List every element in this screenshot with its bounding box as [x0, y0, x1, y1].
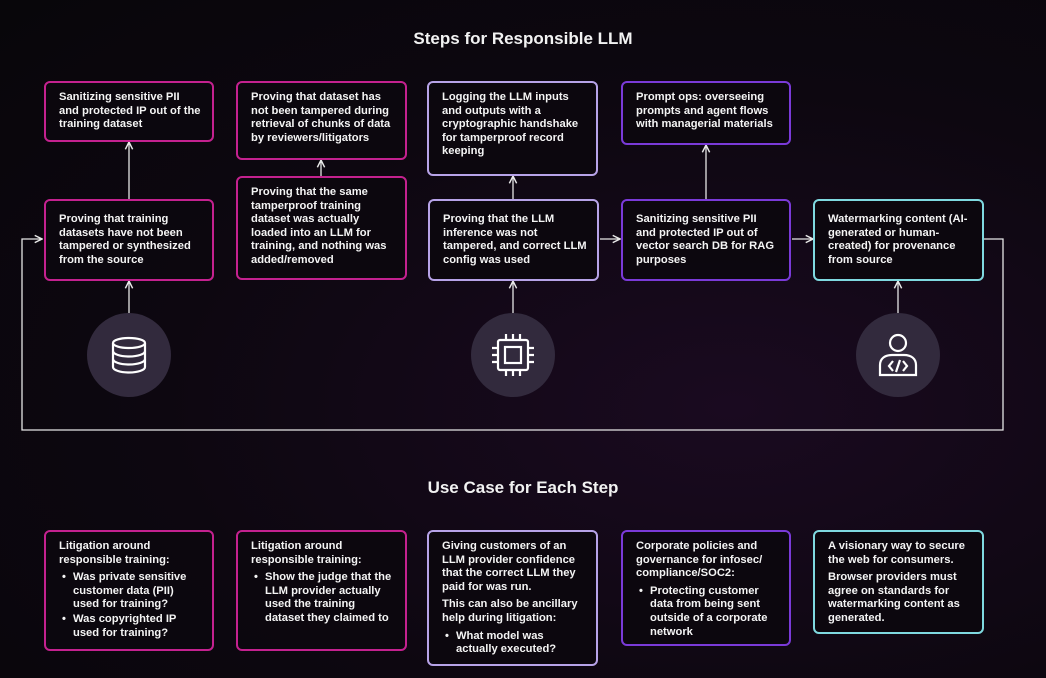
feedback-loop-line: [21, 239, 1004, 431]
use-case-bullet: Show the judge that the LLM provider act…: [251, 571, 395, 625]
use-case-intro: Litigation around responsible training:: [251, 540, 362, 566]
use-case-bullet: Was private sensitive customer data (PII…: [59, 571, 202, 612]
use-case-box-3: Giving customers of an LLM provider conf…: [427, 530, 598, 666]
use-case-intro: Giving customers of an LLM provider conf…: [442, 540, 576, 593]
top-box-sanitize-training: Sanitizing sensitive PII and protected I…: [44, 81, 214, 142]
main-box-training-datasets: Proving that training datasets have not …: [44, 199, 214, 281]
main-box-tamperproof-loading: Proving that the same tamperproof traini…: [236, 176, 407, 280]
top-box-text: Proving that dataset has not been tamper…: [251, 91, 391, 144]
main-box-watermarking: Watermarking content (AI-generated or hu…: [813, 199, 984, 281]
top-box-prompt-ops: Prompt ops: overseeing prompts and agent…: [621, 81, 791, 145]
use-cases-title: Use Case for Each Step: [427, 478, 619, 497]
main-box-inference: Proving that the LLM inference was not t…: [428, 199, 599, 281]
use-case-list: Was private sensitive customer data (PII…: [59, 571, 202, 640]
use-case-box-2: Litigation around responsible training: …: [236, 530, 407, 651]
use-case-list: Protecting customer data from being sent…: [636, 585, 779, 639]
main-box-text: Watermarking content (AI-generated or hu…: [828, 213, 968, 266]
main-box-text: Sanitizing sensitive PII and protected I…: [636, 213, 775, 266]
developer-icon: [856, 313, 940, 397]
chip-icon: [471, 313, 555, 397]
top-box-text: Sanitizing sensitive PII and protected I…: [59, 91, 201, 131]
steps-title: Steps for Responsible LLM: [413, 29, 633, 48]
use-case-intro: A visionary way to secure the web for co…: [828, 540, 966, 566]
top-box-logging: Logging the LLM inputs and outputs with …: [427, 81, 598, 176]
use-case-intro-2: This can also be ancillary help during l…: [442, 598, 578, 624]
top-box-text: Prompt ops: overseeing prompts and agent…: [636, 91, 773, 131]
use-case-bullet: What model was actually executed?: [442, 630, 586, 657]
use-case-intro: Litigation around responsible training:: [59, 540, 170, 566]
use-case-box-4: Corporate policies and governance for in…: [621, 530, 791, 646]
use-case-box-1: Litigation around responsible training: …: [44, 530, 214, 651]
use-case-intro: Corporate policies and governance for in…: [636, 540, 763, 580]
main-box-text: Proving that the LLM inference was not t…: [443, 213, 587, 266]
main-box-vector-db: Sanitizing sensitive PII and protected I…: [621, 199, 791, 281]
use-case-bullet: Was copyrighted IP used for training?: [59, 613, 202, 640]
main-box-text: Proving that training datasets have not …: [59, 213, 191, 266]
use-case-list: Show the judge that the LLM provider act…: [251, 571, 395, 625]
main-box-text: Proving that the same tamperproof traini…: [251, 186, 387, 266]
top-box-dataset-retrieval: Proving that dataset has not been tamper…: [236, 81, 407, 160]
database-icon: [87, 313, 171, 397]
top-box-text: Logging the LLM inputs and outputs with …: [442, 91, 579, 158]
use-case-intro-2: Browser providers must agree on standard…: [828, 571, 960, 624]
use-case-box-5: A visionary way to secure the web for co…: [813, 530, 984, 634]
use-case-list: What model was actually executed?: [442, 630, 586, 657]
use-case-bullet: Protecting customer data from being sent…: [636, 585, 779, 639]
